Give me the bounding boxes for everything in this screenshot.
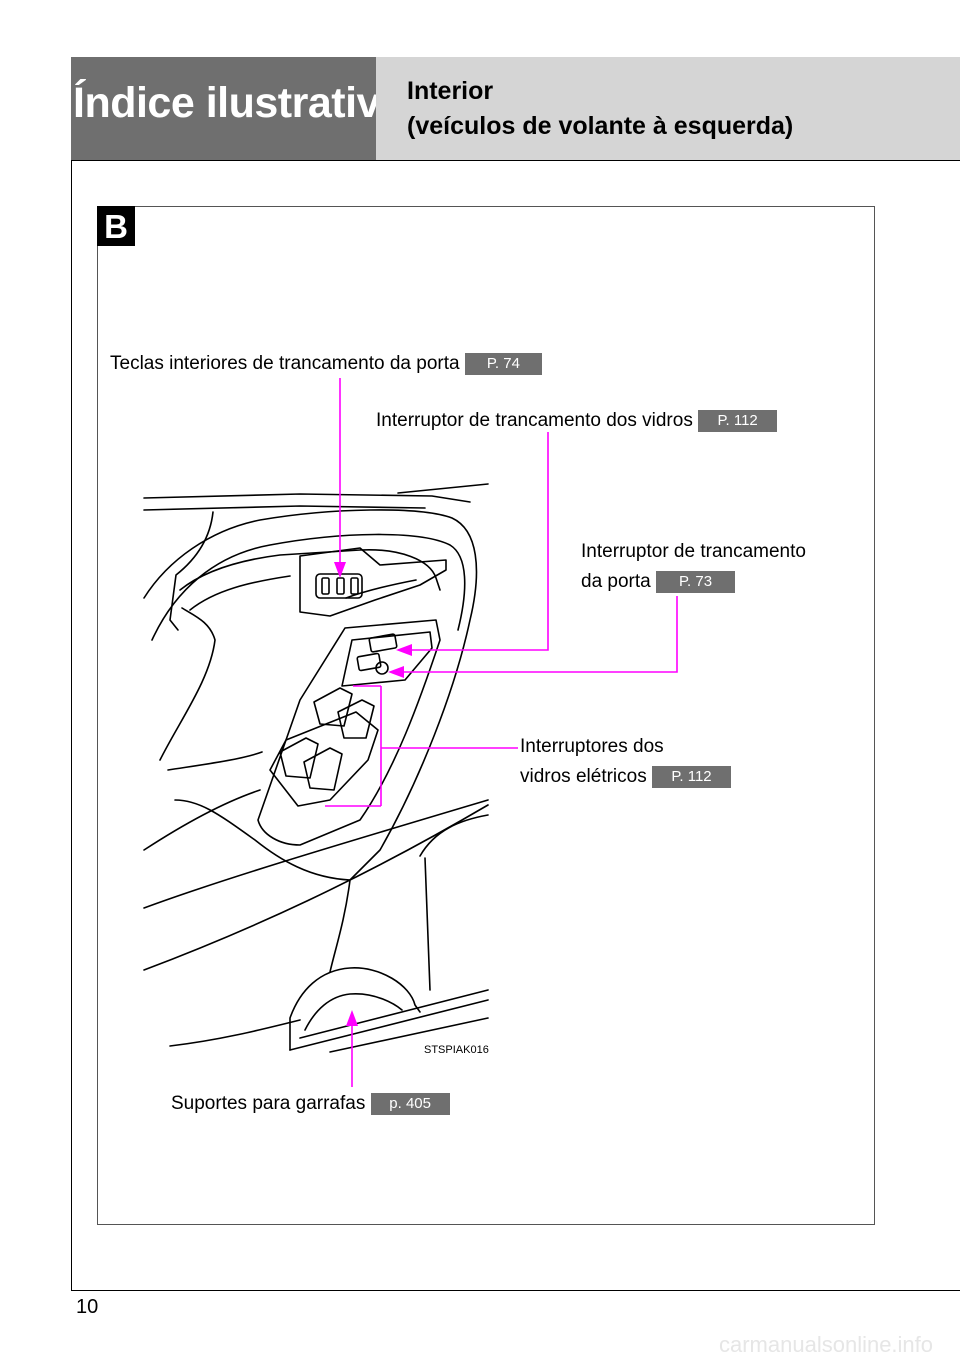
watermark: carmanualsonline.info xyxy=(719,1332,934,1357)
callout-bottle-holders: Suportes para garrafas p. 405 xyxy=(171,1089,450,1119)
page-number: 10 xyxy=(76,1296,99,1318)
callout-window-lock-label: Interruptor de trancamento dos vidros xyxy=(376,410,693,431)
frame-left-line xyxy=(71,57,72,1290)
page-ref-power-windows[interactable]: P. 112 xyxy=(652,765,731,788)
callout-power-windows-line2: vidros elétricos xyxy=(520,766,647,787)
callout-door-lock-line2-wrap: da porta P. 73 xyxy=(581,567,806,597)
callout-door-lock-switch: Interruptor de trancamento da porta P. 7… xyxy=(581,537,806,597)
header-divider-line xyxy=(71,160,960,161)
callout-inner-lock-label: Teclas interiores de trancamento da port… xyxy=(110,353,460,374)
page-ref-door-lock[interactable]: P. 73 xyxy=(656,570,736,593)
page-ref-inner-lock[interactable]: P. 74 xyxy=(464,352,542,375)
subtitle-line-2: (veículos de volante à esquerda) xyxy=(407,112,794,140)
illustration-panel xyxy=(97,206,875,1225)
frame-bottom-line xyxy=(71,1290,960,1291)
section-badge: B xyxy=(97,206,135,246)
callout-power-window-switches: Interruptores dos vidros elétricos P. 11… xyxy=(520,732,731,792)
callout-inner-lock-buttons: Teclas interiores de trancamento da port… xyxy=(110,349,542,379)
subtitle-block: Interior (veículos de volante à esquerda… xyxy=(376,57,960,160)
callout-power-windows-line1: Interruptores dos xyxy=(520,736,664,757)
callout-window-lock-switch: Interruptor de trancamento dos vidros P.… xyxy=(376,406,778,436)
callout-bottle-holders-label: Suportes para garrafas xyxy=(171,1093,366,1114)
page-ref-bottle-holders[interactable]: p. 405 xyxy=(370,1092,450,1115)
section-title-block: Índice ilustrativo xyxy=(71,57,406,160)
section-title: Índice ilustrativo xyxy=(73,79,406,127)
subtitle-line-1: Interior xyxy=(407,77,494,105)
callout-door-lock-line1: Interruptor de trancamento xyxy=(581,541,806,562)
callout-door-lock-line2: da porta xyxy=(581,571,651,592)
callout-power-windows-line2-wrap: vidros elétricos P. 112 xyxy=(520,762,731,792)
page-ref-window-lock[interactable]: P. 112 xyxy=(698,409,778,432)
